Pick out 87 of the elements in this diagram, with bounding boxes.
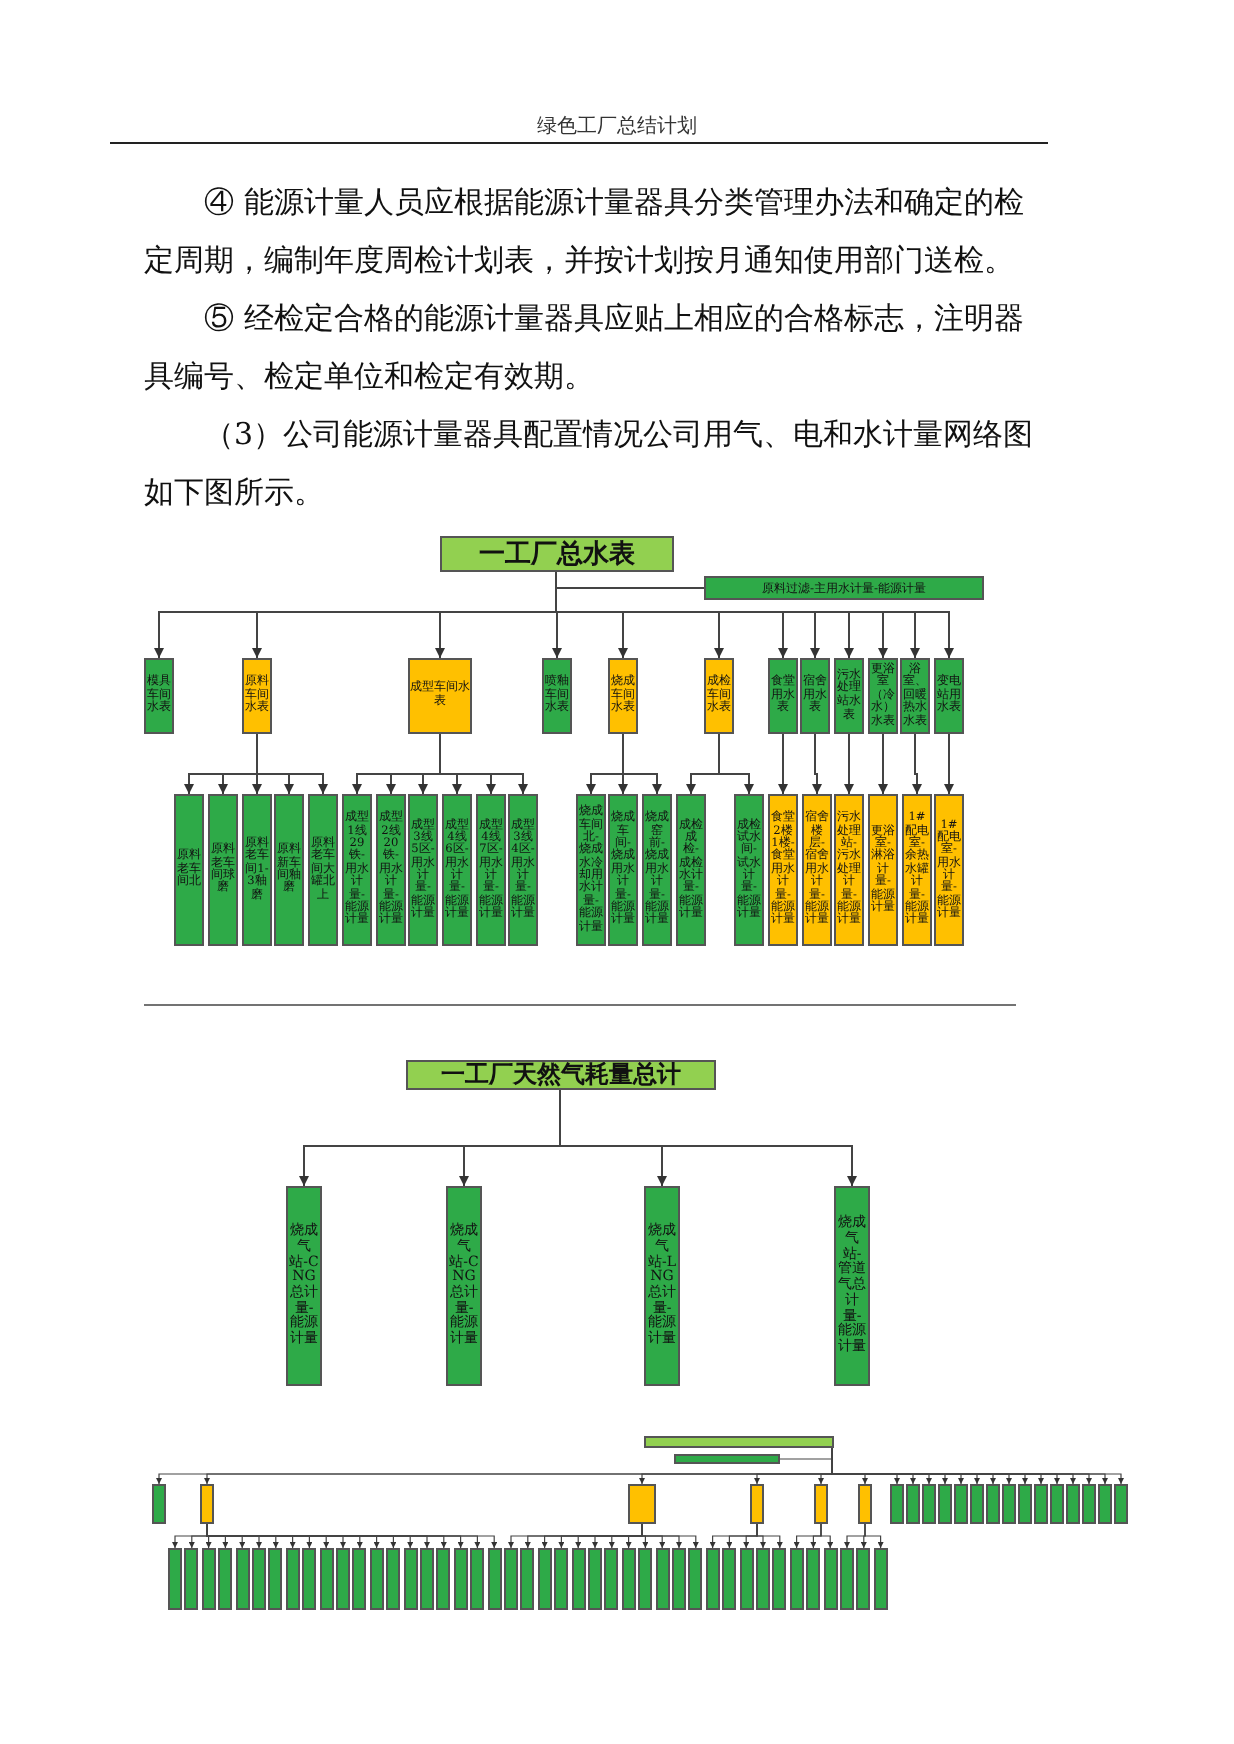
meter-box xyxy=(352,1548,367,1610)
meter-box xyxy=(628,1484,656,1524)
arrow xyxy=(439,733,528,795)
meter-box xyxy=(1034,1484,1048,1524)
meter-box xyxy=(922,1484,936,1524)
meter-box xyxy=(319,1548,334,1610)
meter-box xyxy=(554,1548,569,1610)
meter-box xyxy=(436,1548,451,1610)
arrow xyxy=(944,733,954,795)
meter-box xyxy=(938,1484,952,1524)
meter-box xyxy=(789,1548,804,1610)
meter-box xyxy=(890,1484,904,1524)
meter-box xyxy=(1098,1484,1112,1524)
meter-box xyxy=(453,1548,468,1610)
meter-box xyxy=(537,1548,552,1610)
meter-box xyxy=(268,1548,283,1610)
meter-box xyxy=(986,1484,1000,1524)
paragraph: ⑤ 经检定合格的能源计量器具应贴上相应的合格标志，注明器具编号、检定单位和检定有效期。 xyxy=(144,298,1026,398)
meter-box xyxy=(571,1548,586,1610)
meter-box xyxy=(235,1548,250,1610)
meter-box xyxy=(750,1484,764,1524)
meter-box xyxy=(520,1548,535,1610)
meter-box xyxy=(302,1548,317,1610)
meter-box xyxy=(588,1548,602,1610)
page-header: 绿色工厂总结计划 xyxy=(535,113,699,140)
arrow xyxy=(559,1089,857,1187)
root-box: 一工厂天然气耗量总计 xyxy=(406,1060,716,1090)
meter-box xyxy=(218,1548,233,1610)
meter-box xyxy=(1082,1484,1096,1524)
meter-box xyxy=(772,1548,787,1610)
meter-box xyxy=(1066,1484,1080,1524)
meter-box xyxy=(806,1548,821,1610)
meter-box xyxy=(336,1548,350,1610)
meter-box xyxy=(674,1454,780,1464)
meter-box xyxy=(856,1548,871,1610)
meter-box xyxy=(1002,1484,1016,1524)
meter-box xyxy=(604,1548,619,1610)
meter-box xyxy=(655,1548,670,1610)
meter-box xyxy=(840,1548,854,1610)
meter-box xyxy=(638,1548,653,1610)
meter-box xyxy=(201,1548,216,1610)
meter-box xyxy=(504,1548,518,1610)
arrow xyxy=(864,1523,884,1549)
arrow xyxy=(756,1523,783,1549)
meter-box xyxy=(1114,1484,1128,1524)
meter-box xyxy=(705,1548,720,1610)
meter-box xyxy=(403,1548,418,1610)
meter-box xyxy=(906,1484,920,1524)
meter-box xyxy=(487,1548,502,1610)
meter-box xyxy=(814,1484,828,1524)
meter-box xyxy=(739,1548,754,1610)
arrow xyxy=(718,733,754,795)
meter-box xyxy=(858,1484,872,1524)
arrow xyxy=(256,733,328,795)
meter-box xyxy=(1050,1484,1064,1524)
root-box: 一工厂总水表 xyxy=(440,536,674,572)
meter-box xyxy=(823,1548,838,1610)
paragraph: ④ 能源计量人员应根据能源计量器具分类管理办法和确定的检定周期，编制年度周检计划表，并按计划按月通知使用部门送检。 xyxy=(144,182,1026,282)
arrow xyxy=(622,733,662,795)
meter-box xyxy=(722,1548,737,1610)
meter-box xyxy=(184,1548,199,1610)
meter-box xyxy=(470,1548,485,1610)
meter-box xyxy=(954,1484,968,1524)
meter-box xyxy=(168,1548,182,1610)
arrow xyxy=(844,733,854,795)
meter-box xyxy=(688,1548,703,1610)
meter-box xyxy=(285,1548,300,1610)
meter-box xyxy=(672,1548,686,1610)
arrow xyxy=(812,733,822,795)
meter-box xyxy=(386,1548,401,1610)
meter-box xyxy=(420,1548,434,1610)
meter-box xyxy=(621,1548,636,1610)
meter-box xyxy=(369,1548,384,1610)
arrow xyxy=(878,733,888,795)
arrow xyxy=(820,1523,834,1549)
meter-box xyxy=(200,1484,214,1524)
meter-box xyxy=(970,1484,984,1524)
meter-box xyxy=(252,1548,266,1610)
meter-box xyxy=(1018,1484,1032,1524)
meter-box xyxy=(152,1484,166,1524)
paragraph: （3）公司能源计量器具配置情况公司用气、电和水计量网络图如下图所示。 xyxy=(144,414,1036,514)
meter-box xyxy=(756,1548,770,1610)
meter-box xyxy=(873,1548,888,1610)
arrow xyxy=(641,1523,699,1549)
arrow xyxy=(912,733,922,795)
arrow xyxy=(778,733,788,795)
root-box xyxy=(644,1436,834,1448)
